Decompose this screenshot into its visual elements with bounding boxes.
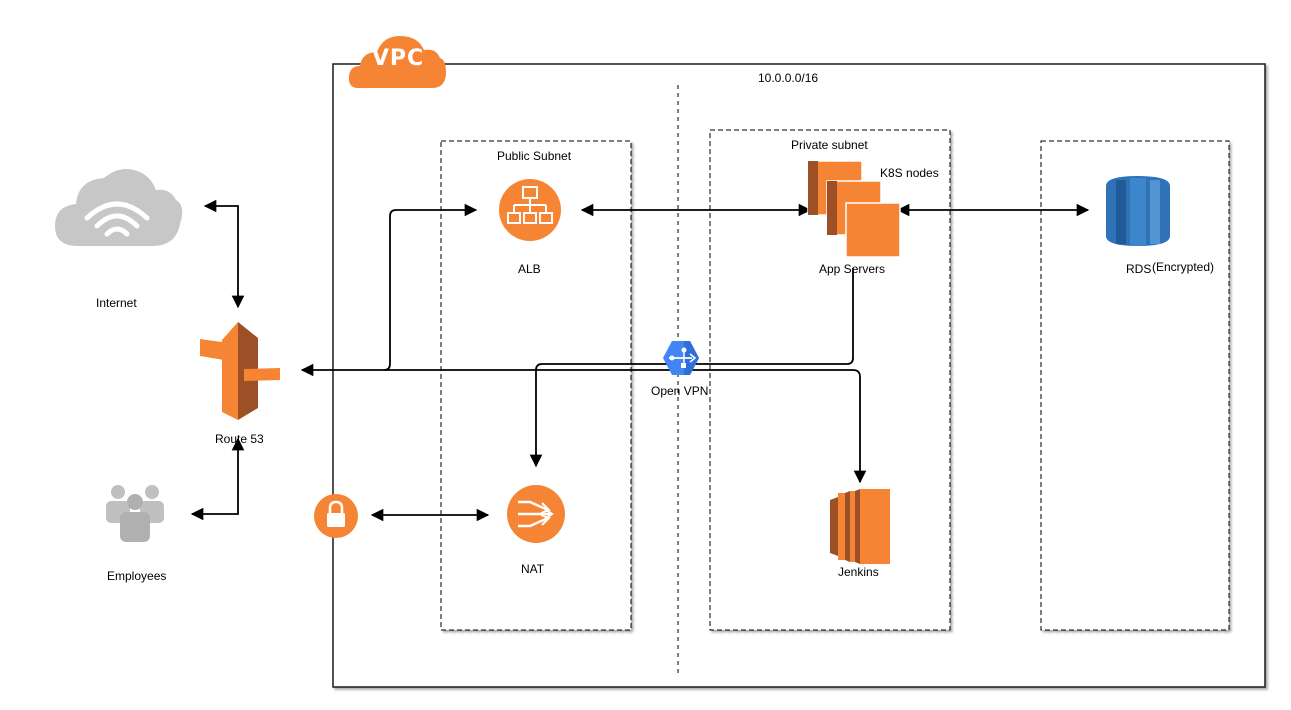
- ec2-instance-icon: [830, 489, 890, 564]
- connector-vpn-appservers: [690, 268, 854, 365]
- vpc-cidr-label: 10.0.0.0/16: [758, 71, 819, 85]
- private-subnet-label: Private subnet: [791, 138, 868, 152]
- internet-label: Internet: [96, 296, 137, 310]
- alb-label: ALB: [518, 262, 541, 276]
- connector-employees-route53: [190, 437, 245, 521]
- ec2-instances-icon: [807, 160, 901, 258]
- load-balancer-icon: [499, 179, 561, 241]
- lock-icon: [314, 494, 358, 538]
- k8s-nodes-label: K8S nodes: [880, 166, 939, 180]
- users-group-icon: [106, 485, 164, 542]
- cloud-wifi-icon: [55, 169, 183, 246]
- connector-internet-route53: [203, 199, 245, 309]
- employees-label: Employees: [107, 569, 167, 583]
- openvpn-label: Open VPN: [651, 384, 709, 398]
- app-servers-label: App Servers: [819, 262, 886, 276]
- connector-route53-jenkins: [385, 369, 867, 484]
- nat-label: NAT: [521, 562, 545, 576]
- rds-database-icon: [1106, 176, 1170, 246]
- nat-gateway-icon: [507, 485, 565, 543]
- rds-encrypted-label: (Encrypted): [1152, 260, 1215, 274]
- connectors: [190, 199, 1090, 522]
- connector-vpn-nat: [529, 363, 690, 468]
- vpc-cloud-badge: [348, 36, 446, 88]
- route53-icon: [200, 322, 280, 420]
- public-subnet-label: Public Subnet: [497, 149, 572, 163]
- route53-label: Route 53: [215, 432, 264, 446]
- jenkins-label: Jenkins: [838, 565, 879, 579]
- vpc-badge-label: VPC: [371, 46, 425, 71]
- rds-label: RDS: [1126, 262, 1152, 276]
- vpn-hexagon-icon: [663, 341, 699, 375]
